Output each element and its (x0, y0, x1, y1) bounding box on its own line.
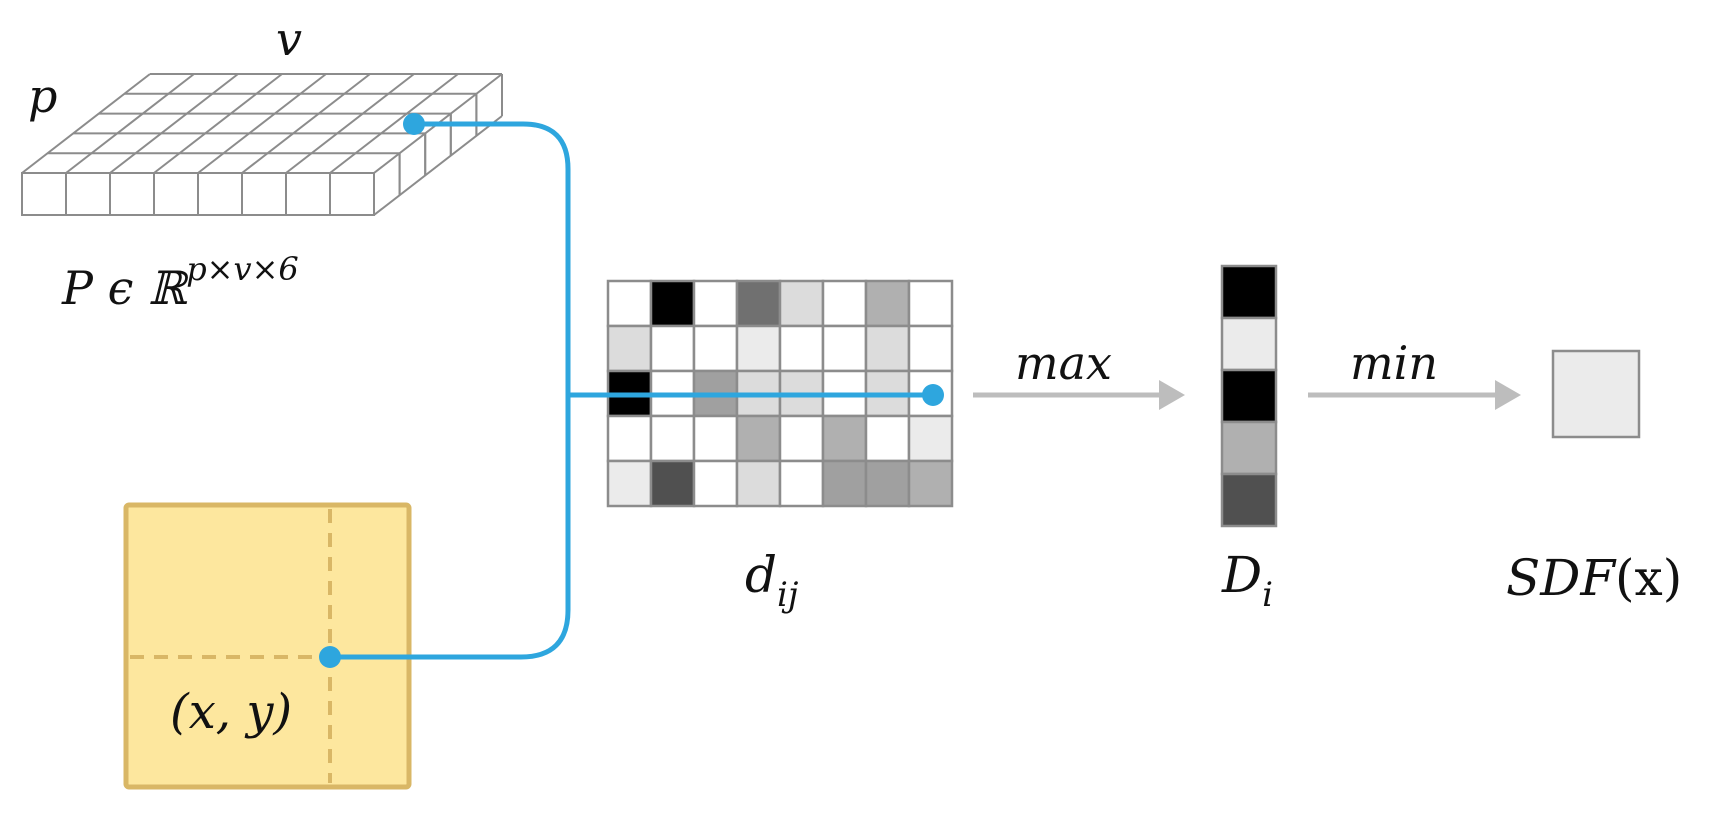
matrix-cell (606, 324, 653, 373)
matrix-cell (907, 279, 954, 328)
matrix-cell (649, 414, 696, 463)
max-arrow (973, 380, 1185, 410)
matrix-cell (692, 279, 739, 328)
matrix-cell (778, 279, 825, 328)
tensor-grid-line (65, 73, 195, 174)
matrix-cell (907, 414, 954, 463)
matrix-cell (606, 414, 653, 463)
matrix-cell (692, 459, 739, 508)
query-point-dot (319, 646, 341, 668)
d-label-sub: ij (777, 575, 799, 615)
matrix-cell (864, 324, 911, 373)
arrow-head (1159, 380, 1185, 410)
matrix-cell (778, 414, 825, 463)
tensor-grid-line (329, 73, 459, 174)
matrix-cell (649, 279, 696, 328)
matrix-cell (864, 414, 911, 463)
label-v: v (276, 12, 302, 66)
matrix-cell (735, 414, 782, 463)
tensor-grid-line (241, 73, 371, 174)
d-label: dij (745, 546, 799, 615)
min-arrow (1308, 380, 1521, 410)
sdf-output-cell (1551, 349, 1641, 439)
max-vector (1220, 264, 1278, 528)
point-label: (x, y) (170, 684, 292, 740)
tensor-point-dot (403, 113, 425, 135)
matrix-cell (778, 324, 825, 373)
tensor-grid-line (21, 73, 151, 174)
patch-rect (123, 502, 412, 790)
min-label: min (1350, 336, 1438, 390)
matrix-point-dot (922, 384, 944, 406)
tensor-grid (21, 73, 503, 216)
vector-cell (1220, 264, 1278, 320)
d-label-main: d (745, 546, 777, 604)
D-label-main: D (1221, 546, 1262, 604)
vector-cell (1220, 316, 1278, 372)
matrix-cell (907, 324, 954, 373)
matrix-cell (692, 414, 739, 463)
tensor-label: P ϵ ℝp×v×6 (61, 250, 299, 315)
tensor-grid-line (153, 73, 283, 174)
matrix-cell (606, 459, 653, 508)
matrix-cell (649, 459, 696, 508)
matrix-cell (821, 324, 868, 373)
matrix-cell (735, 279, 782, 328)
connector-path (330, 121, 571, 660)
query-patch (123, 502, 412, 790)
matrix-cell (821, 414, 868, 463)
arrow-head (1495, 380, 1521, 410)
matrix-cell (864, 279, 911, 328)
sdf-label: SDF(x) (1506, 549, 1682, 607)
vector-cell (1220, 368, 1278, 424)
matrix-cell (735, 324, 782, 373)
matrix-cell (778, 459, 825, 508)
matrix-cell (735, 459, 782, 508)
matrix-cell (821, 279, 868, 328)
tensor-label-sup: p×v×6 (186, 250, 299, 288)
matrix-cell (649, 324, 696, 373)
matrix-cell (864, 459, 911, 508)
vector-cell (1220, 420, 1278, 476)
max-label: max (1015, 336, 1112, 390)
D-label-sub: i (1262, 575, 1273, 615)
tensor-grid-line (285, 73, 415, 174)
label-p: p (28, 69, 57, 123)
sdf-label-arg: (x) (1615, 549, 1682, 607)
tensor-label-main: P ϵ ℝ (61, 261, 189, 315)
tensor-grid-line (109, 73, 239, 174)
D-label: Di (1221, 546, 1273, 615)
matrix-cell (821, 459, 868, 508)
matrix-cell (907, 459, 954, 508)
sdf-label-main: SDF (1506, 549, 1617, 607)
vector-cell (1220, 472, 1278, 528)
tensor-grid-line (373, 115, 503, 216)
tensor-grid-line (197, 73, 327, 174)
connector-lines (319, 113, 944, 668)
matrix-cell (606, 279, 653, 328)
matrix-cell (692, 324, 739, 373)
